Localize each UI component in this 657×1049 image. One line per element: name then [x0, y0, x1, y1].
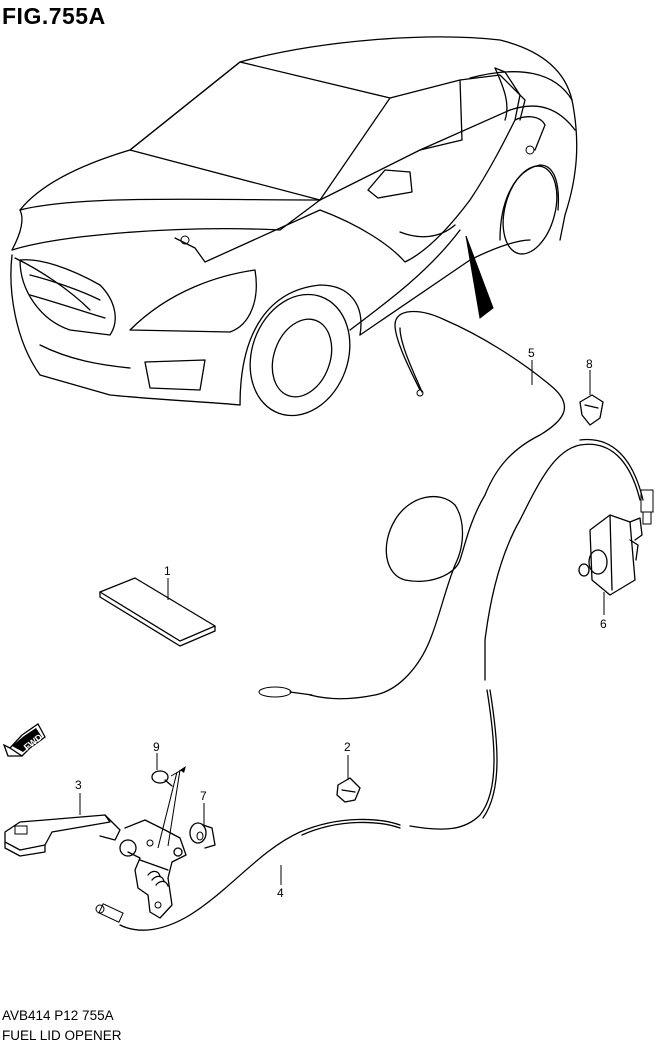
- leader-arrow: [465, 235, 494, 319]
- callout-7: 7: [200, 789, 207, 803]
- bracket-assembly: [124, 819, 187, 919]
- callout-3: 3: [75, 778, 82, 792]
- fwd-arrow-icon: [2, 723, 46, 757]
- part-7-grommet: [189, 822, 216, 849]
- callout-5: 5: [528, 346, 535, 360]
- part-4-cable: [95, 438, 654, 931]
- part-2-clip: [336, 777, 361, 803]
- part-6-actuator: [578, 514, 643, 596]
- figure-title: FIG.755A: [2, 3, 106, 29]
- figure-name: FUEL LID OPENER: [2, 1028, 122, 1043]
- callout-1: 1: [164, 564, 171, 578]
- callout-9: 9: [153, 740, 160, 754]
- part-5-harness: [258, 310, 565, 700]
- callout-2: 2: [344, 740, 351, 754]
- car-illustration: [10, 36, 578, 417]
- part-8-clip: [579, 394, 604, 426]
- figure-code: AVB414 P12 755A: [2, 1008, 114, 1023]
- callout-8: 8: [586, 357, 593, 371]
- callout-6: 6: [600, 617, 607, 631]
- part-1-pad: [99, 577, 216, 647]
- callout-4: 4: [277, 886, 284, 900]
- part-9-screw: [151, 766, 186, 849]
- callout-leaders: [79, 360, 605, 885]
- fwd-label: FWD: [22, 732, 45, 753]
- part-3-lever: [4, 814, 137, 857]
